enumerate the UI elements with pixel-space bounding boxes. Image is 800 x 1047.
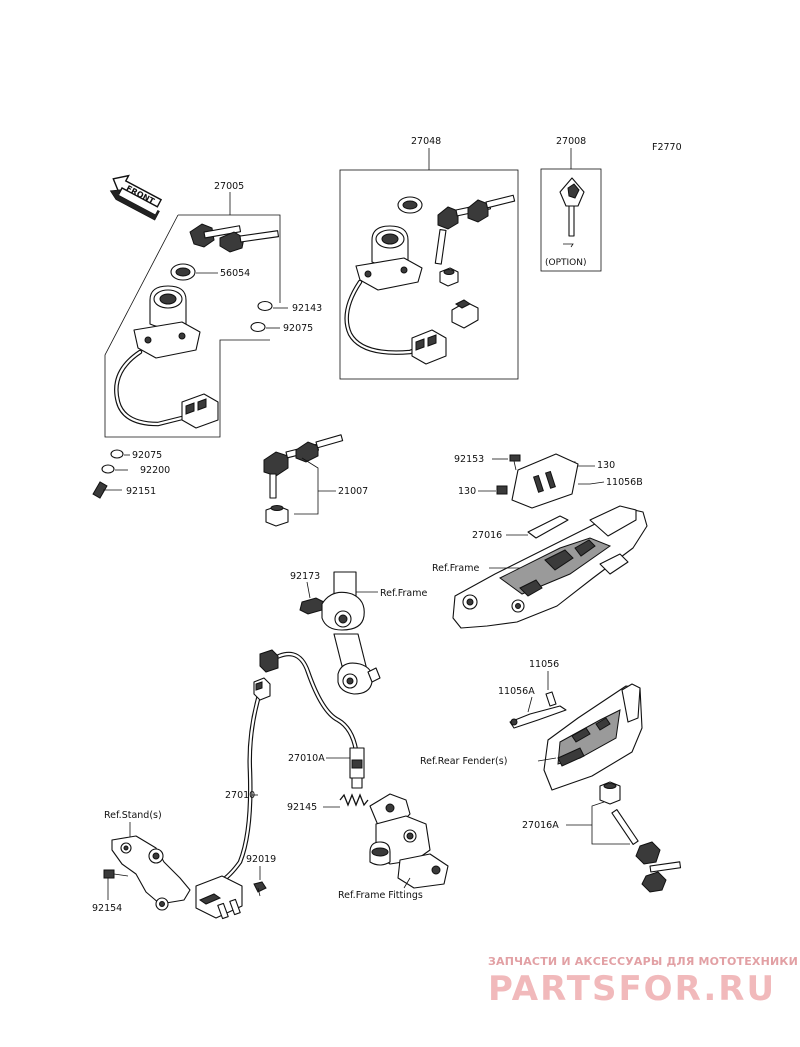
- label-27016: 27016: [472, 530, 502, 541]
- label-27008: 27008: [556, 136, 586, 147]
- label-ref-frame-middle: Ref.Frame: [380, 588, 427, 599]
- label-11056: 11056: [529, 659, 559, 670]
- label-11056b: 11056B: [606, 477, 643, 488]
- label-ref-frame-upper: Ref.Frame: [432, 563, 479, 574]
- bolt-92153: [509, 454, 521, 471]
- label-27010a: 27010A: [288, 753, 325, 764]
- spring-92145: [339, 793, 369, 807]
- frame-bracket-group: 92153 130 130 11056B 27016: [432, 453, 648, 629]
- label-92075-lower: 92075: [132, 450, 162, 461]
- label-11056a: 11056A: [498, 686, 535, 697]
- lock-cylinder-27016a: [599, 781, 621, 805]
- seal-56054: [170, 263, 196, 281]
- key-set-group-27048: 27048: [339, 136, 519, 380]
- label-56054: 56054: [220, 268, 250, 279]
- watermark-brand: PARTSFOR.RU: [488, 969, 776, 1009]
- label-ref-rear-fender: Ref.Rear Fender(s): [420, 756, 507, 767]
- connector-27010-male: [259, 649, 279, 673]
- connector-27010-female: [253, 677, 271, 701]
- lock-cap-27048: [451, 299, 479, 329]
- frame-mount-group: 92173 Ref.Frame: [290, 571, 427, 695]
- ignition-switch-group-27005: 27005 56054: [92, 181, 322, 499]
- frame-rear: [452, 505, 648, 629]
- figure-code: F2770: [652, 142, 682, 153]
- label-92019: 92019: [246, 854, 276, 865]
- watermark-tagline: ЗАПЧАСТИ И АКСЕССУАРЫ ДЛЯ МОТОТЕХНИКИ: [488, 955, 798, 968]
- bracket-27016: [527, 515, 569, 539]
- key-set-21007: 21007: [263, 434, 368, 527]
- rear-fender: [543, 683, 643, 791]
- connector-27005: [181, 393, 219, 429]
- bolt-92019: [253, 881, 267, 897]
- key-27016a: [611, 809, 682, 893]
- label-92151: 92151: [126, 486, 156, 497]
- connector-27048: [411, 329, 447, 365]
- side-stand-bracket: [111, 835, 191, 911]
- label-92173: 92173: [290, 571, 320, 582]
- label-92153: 92153: [454, 454, 484, 465]
- label-130-left: 130: [458, 486, 476, 497]
- label-92200: 92200: [140, 465, 170, 476]
- label-130-right: 130: [597, 460, 615, 471]
- label-21007: 21007: [338, 486, 368, 497]
- washer-92200: [101, 464, 115, 474]
- label-ref-frame-fittings: Ref.Frame Fittings: [338, 890, 423, 901]
- label-92154: 92154: [92, 903, 122, 914]
- rear-fender-lock-group: 11056 11056A Ref.Rear Fender(s): [420, 659, 682, 893]
- cylinder-27048: [439, 267, 459, 287]
- bolt-92151: [92, 481, 122, 499]
- label-92075-upper: 92075: [283, 323, 313, 334]
- label-27048: 27048: [411, 136, 441, 147]
- washer-92143: [257, 300, 273, 312]
- label-27016a: 27016A: [522, 820, 559, 831]
- bolt-130-left: [496, 485, 508, 495]
- bolt-92154: [103, 869, 129, 879]
- option-note: (OPTION): [545, 258, 587, 268]
- front-arrow-icon: FRONT: [109, 174, 163, 221]
- key-pair-27048: [434, 194, 516, 265]
- ignition-switch-body: [133, 285, 201, 359]
- key-blank-group-27008: 27008 (OPTION): [540, 136, 602, 272]
- frame-section: [321, 571, 381, 695]
- label-27005: 27005: [214, 181, 244, 192]
- washer-92075-lower: [110, 449, 124, 459]
- washer-92075-upper: [250, 321, 266, 333]
- switch-27010a: [349, 747, 365, 789]
- clip-92173: [299, 597, 325, 615]
- label-92143: 92143: [292, 303, 322, 314]
- label-27010: 27010: [225, 790, 255, 801]
- switch-body-27010: [195, 875, 243, 920]
- label-ref-stand: Ref.Stand(s): [104, 810, 162, 821]
- watermark: ЗАПЧАСТИ И АКСЕССУАРЫ ДЛЯ МОТОТЕХНИКИ PA…: [488, 955, 798, 1009]
- key-blank-27008: [559, 177, 585, 248]
- frame-fittings-bracket: [369, 793, 449, 889]
- ignition-switch-27048: [355, 225, 423, 291]
- bracket-11056a: [509, 691, 567, 729]
- bracket-11056b: [511, 453, 579, 509]
- side-stand-switch-group: 27010A 27010 92145 Ref.Frame Fittings Re…: [92, 649, 449, 920]
- ignition-key: [189, 223, 280, 253]
- label-92145: 92145: [287, 802, 317, 813]
